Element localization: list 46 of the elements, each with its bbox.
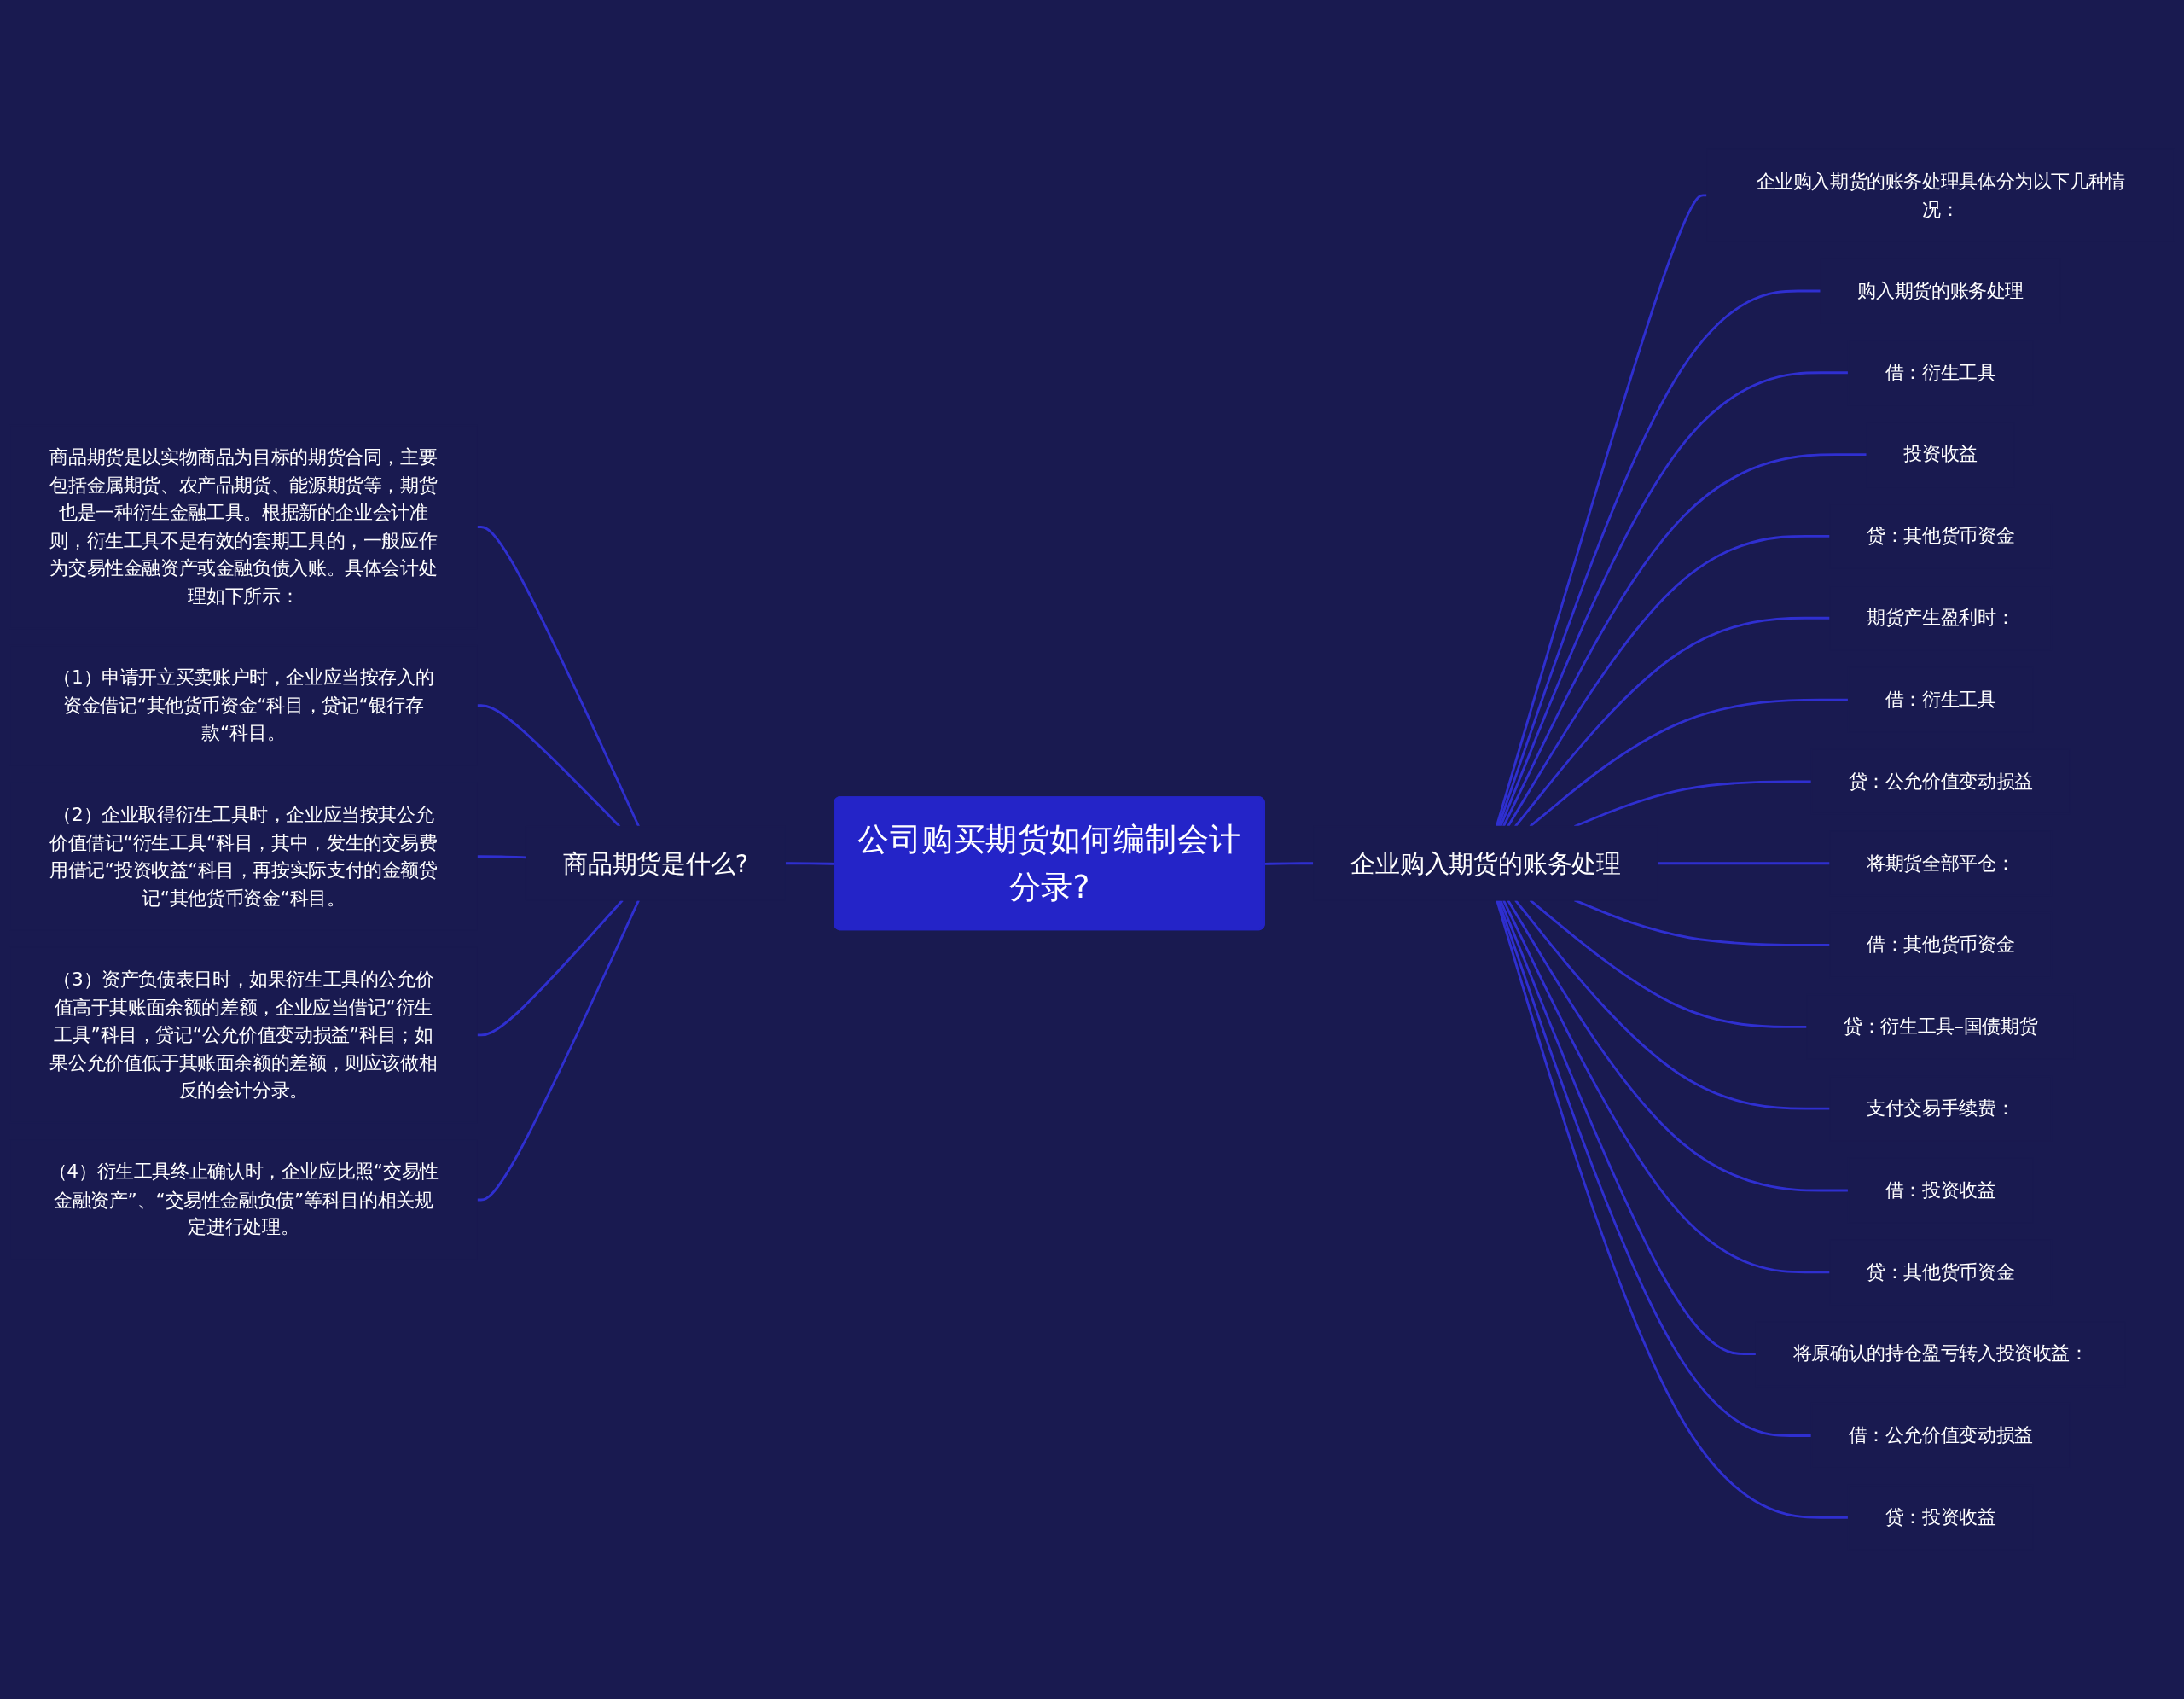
connector [477, 899, 624, 1037]
connector [1658, 862, 1830, 865]
node-text: 借：公允价值变动损益 [1848, 1424, 2033, 1447]
connector [1497, 899, 1812, 1437]
node-text: 贷：其他货币资金 [1867, 1260, 2015, 1283]
node-text: 企业购入期货的账务处理 [1350, 848, 1622, 878]
node-text: 将原确认的持仓盈亏转入投资收益： [1792, 1342, 2088, 1365]
connector [477, 899, 640, 1202]
connector [477, 855, 526, 859]
connector [1514, 899, 1830, 1110]
connector [1264, 862, 1314, 865]
node-text: 贷：投资收益 [1885, 1505, 1996, 1528]
node-text: 期货产生盈利时： [1867, 606, 2015, 629]
node-text: 贷：公允价值变动损益 [1848, 770, 2033, 793]
node-text: 支付交易手续费： [1867, 1097, 2015, 1120]
node-text: 贷：衍生工具–国债期货 [1844, 1015, 2038, 1038]
connector [1574, 780, 1812, 828]
node-text: 投资收益 [1903, 443, 1978, 466]
connector [1514, 616, 1830, 828]
connector [1496, 899, 1849, 1519]
node-text: 购入期货的账务处理 [1857, 279, 2024, 302]
node-text: 商品期货是什么? [562, 848, 748, 878]
node-text: 企业购入期货的账务处理具体分为以下几种情况： [1756, 170, 2125, 220]
node-text: 贷：其他货币资金 [1867, 525, 2015, 548]
node-text: 借：其他货币资金 [1867, 934, 2015, 957]
node-text: 借：衍生工具 [1885, 688, 1996, 711]
connector [477, 526, 640, 828]
connector [1529, 698, 1849, 828]
connector [1507, 534, 1830, 828]
connector [1507, 899, 1849, 1192]
node-text: 将期货全部平仓： [1867, 852, 2015, 875]
connector [1502, 453, 1867, 828]
node-text: （4）衍生工具终止确认时，企业应比照“交易性金融资产”、“交易性金融负债”等科目的相关规定进行处理。 [48, 1161, 439, 1239]
node-text: 借：投资收益 [1885, 1178, 1996, 1202]
node-text: 商品期货是以实物商品为目标的期货合同，主要包括金属期货、农产品期货、能源期货等，期货也是一种衍生金融工具。根据新的企业会计准则，衍生工具不是有效的套期工具的，一般应作为交易性金融资产或金融负债入账。具体会计处理如下所示： [49, 446, 438, 608]
connector [477, 704, 621, 828]
connector [1497, 289, 1821, 827]
connector [1574, 899, 1830, 946]
node-text: （1）申请开立买卖账户时，企业应当按存入的资金借记“其他货币资金“科目，贷记“银行存款“科目。 [53, 666, 434, 744]
connector [1502, 899, 1830, 1274]
node-text: 借：衍生工具 [1885, 361, 1996, 384]
connector [1529, 899, 1807, 1028]
node-text: （2）企业取得衍生工具时，企业应当按其公允价值借记“衍生工具“科目，其中，发生的交易费用借记“投资收益“科目，再按实际支付的金额贷记“其他货币资金“科目。 [49, 803, 438, 909]
connector [1499, 899, 1757, 1356]
connector [1499, 371, 1849, 827]
node-text: （3）资产负债表日时，如果衍生工具的公允价值高于其账面余额的差额，企业应当借记“衍生工具”科目，贷记“公允价值变动损益”科目；如果公允价值低于其账面余额的差额，则应该做相反的会计分录。 [49, 968, 438, 1102]
